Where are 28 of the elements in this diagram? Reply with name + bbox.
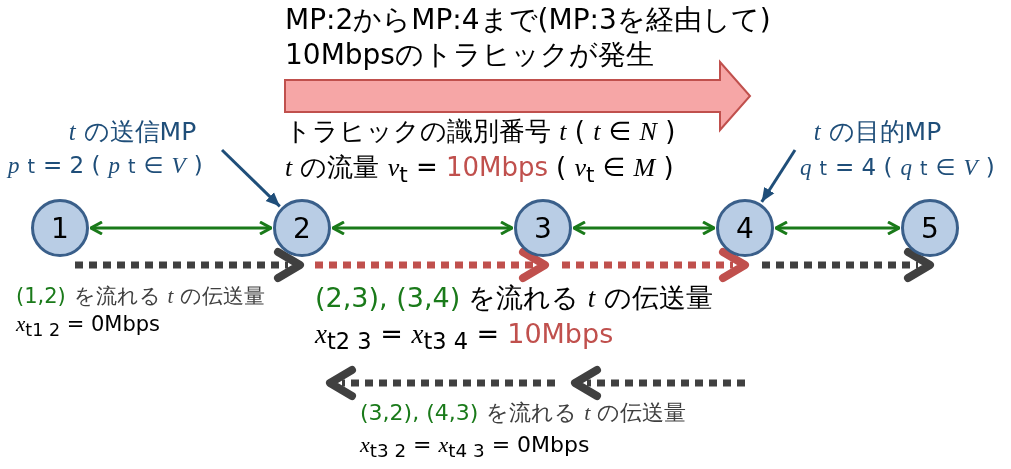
formula-text: x$_{t3 2}$ = x$_{t4 3}$ = 0Mbps (360, 432, 590, 462)
leader-line (760, 149, 797, 203)
node-circle: 4 (716, 199, 774, 257)
node-circle: 3 (514, 199, 572, 257)
caption-text: を流れる t の伝送量 (468, 281, 713, 315)
leader-line (220, 148, 281, 208)
caption-text: t の送信MP (40, 114, 225, 150)
formula-text: x$_{t2 3}$ = x$_{t3 4}$ = (315, 318, 500, 355)
node-circle: 2 (273, 199, 331, 257)
double-arrow (774, 220, 901, 236)
link-label: (3,2), (4,3) (360, 400, 479, 425)
formula-text: x$_{t1 2}$ = 0Mbps (16, 312, 161, 341)
formula-text: t の流量 v$_{t}$ = (285, 151, 438, 188)
double-arrow (89, 220, 273, 236)
link-label: (2,3), (3,4) (315, 282, 461, 313)
double-arrow (572, 220, 716, 236)
definition-text: トラヒックの識別番号 t ( t ∈ N ) (285, 115, 676, 148)
node-circle: 1 (31, 199, 89, 257)
link-label: (1,2) (16, 284, 66, 308)
caption-text: を流れる t の伝送量 (73, 283, 265, 310)
caption-text: を流れる t の伝送量 (486, 399, 687, 427)
instruction-text: MP:2からMP:4まで(MP:3を経由して) 10Mbpsのトラヒックが発生 (285, 2, 772, 72)
caption-text: t の目的MP (790, 114, 965, 150)
double-arrow (331, 220, 514, 236)
value-text: 10Mbps (507, 318, 614, 349)
formula-text: ( v$_{t}$ ∈ M ) (555, 152, 674, 188)
node-circle: 5 (901, 199, 959, 257)
value-text: 10Mbps (445, 152, 548, 182)
